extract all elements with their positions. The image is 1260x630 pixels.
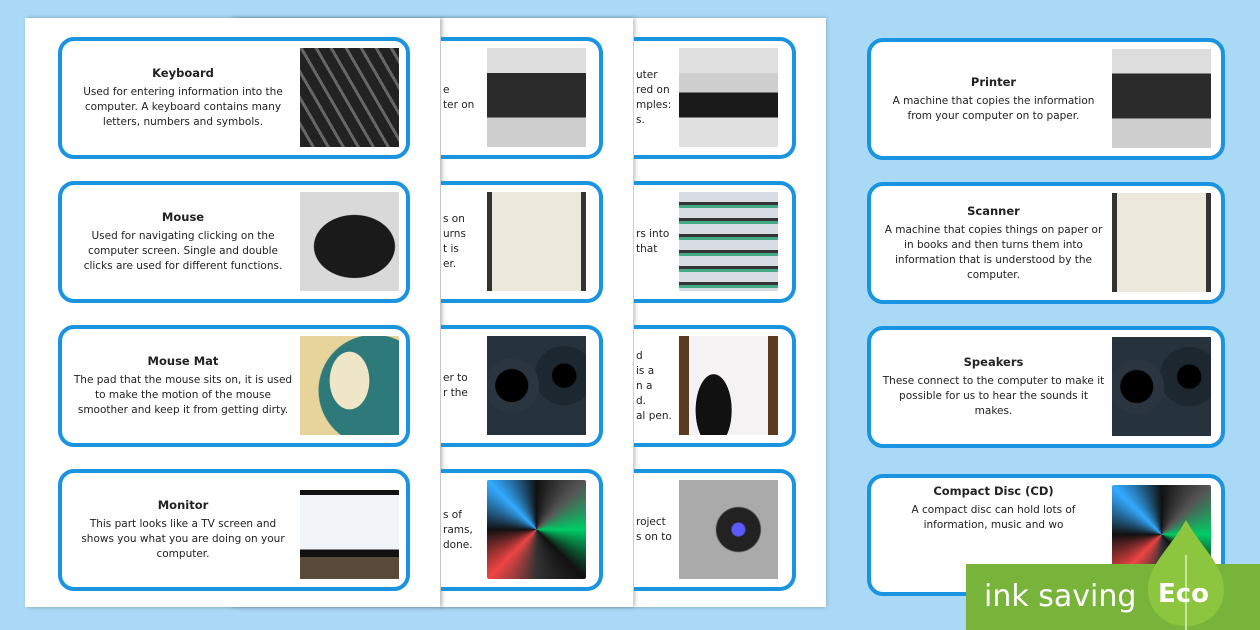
card-text-fragment: er to r the [443,372,468,399]
card-description: These connect to the computer to make it… [882,375,1105,417]
scanner-photo [1112,193,1211,292]
flashcard: uter red on mples: s. [634,37,796,159]
flashcard: Printer A machine that copies the informa… [867,38,1225,160]
speakers-photo [1112,337,1211,436]
mouse-mat-photo [300,336,399,435]
flashcard: d is a n a d. al pen. [634,325,796,447]
card-description: A compact disc can hold lots of informat… [911,504,1076,531]
flashcard: e ter on [441,37,603,159]
server-photo [679,192,778,291]
card-title: Printer [970,74,1017,89]
card-text-fragment: s on urns t is er. [443,213,466,270]
flashcard: er to r the [441,325,603,447]
card-title: Keyboard [152,66,214,80]
flashcard: s on urns t is er. [441,181,603,303]
scanner-photo [487,192,586,291]
card-text: Compact Disc (CD) A compact disc can hold… [881,478,1106,592]
card-description: This part looks like a TV screen and sho… [81,518,285,560]
flashcard: rs into that [634,181,796,303]
keyboard-photo [300,48,399,147]
card-text-fragment: uter red on mples: s. [636,69,672,126]
card-description: The pad that the mouse sits on, it is us… [73,374,293,416]
flashcard: roject s on to [634,469,796,591]
card-text: Scanner A machine that copies things on p… [881,186,1106,300]
printer-photo [487,48,586,147]
printer-photo [1112,49,1211,148]
speakers-photo [487,336,586,435]
card-title: Mouse [161,210,205,224]
eco-badge: Eco [1158,579,1210,609]
flashcard: s of rams, done. [441,469,603,591]
cd-photo [487,480,586,579]
mouse-photo [300,192,399,291]
card-description: Used for navigating clicking on the comp… [83,230,283,272]
interactive-whiteboard-photo [679,336,778,435]
card-text-fragment: e ter on [443,84,475,111]
card-title: Speakers [963,355,1024,369]
card-title: Scanner [967,203,1020,218]
card-text-fragment: d is a n a d. al pen. [636,349,672,422]
card-title: Monitor [157,498,209,512]
card-text-fragment: roject s on to [636,516,672,543]
projector-photo [679,480,778,579]
card-description: Used for entering information into the c… [83,86,283,128]
card-title: Compact Disc (CD) [933,484,1054,498]
card-text: Printer A machine that copies the informa… [881,42,1106,156]
disk-drive-photo [679,48,778,147]
card-text-fragment: s of rams, done. [443,508,473,551]
leaf-icon [1148,520,1224,630]
card-description: A machine that copies the information fr… [892,94,1095,122]
card-text-fragment: rs into that [636,228,670,255]
flashcard: Scanner A machine that copies things on p… [867,182,1225,304]
card-description: A machine that copies things on paper or… [884,223,1103,281]
monitor-photo [300,480,399,579]
card-title: Mouse Mat [147,354,219,368]
